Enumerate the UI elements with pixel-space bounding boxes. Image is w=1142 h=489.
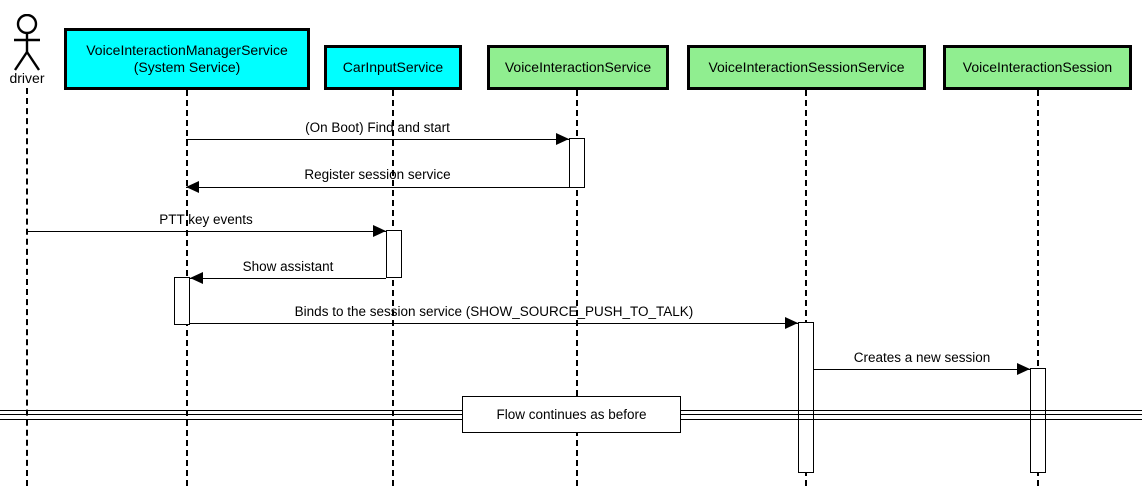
message-label-register-session-service: Register session service <box>304 167 451 182</box>
participant-label: VoiceInteractionSessionService <box>708 59 905 75</box>
message-arrowhead-ptt-key-events <box>373 225 386 237</box>
lifeline-voiceinteractionsessionservice <box>805 90 807 486</box>
lifeline-voiceinteractionsession <box>1037 90 1039 486</box>
message-line-show-assistant <box>190 278 386 279</box>
message-label-ptt-key-events: PTT key events <box>159 212 253 227</box>
participant-label: VoiceInteractionSession <box>962 59 1113 75</box>
participant-label-line2: (System Service) <box>133 59 241 75</box>
message-label-on-boot-find-and-start: (On Boot) Find and start <box>305 120 450 135</box>
message-line-ptt-key-events <box>26 231 386 232</box>
message-label-binds-to-the-session-service: Binds to the session service (SHOW_SOURC… <box>294 304 694 319</box>
participant-label: VoiceInteractionService <box>504 59 652 75</box>
message-label-show-assistant: Show assistant <box>242 259 334 274</box>
message-line-binds-to-the-session-service <box>190 323 798 324</box>
lifeline-driver <box>26 88 28 486</box>
participant-carinputservice[interactable]: CarInputService <box>324 45 462 90</box>
message-arrowhead-show-assistant <box>190 272 203 284</box>
message-line-creates-a-new-session <box>814 369 1030 370</box>
activation-vims <box>174 277 190 325</box>
participant-voiceinteractionsessionservice[interactable]: VoiceInteractionSessionService <box>687 45 926 90</box>
activation-voiceinteractionservice <box>569 138 585 188</box>
message-arrowhead-on-boot-find-and-start <box>556 133 569 145</box>
stick-figure-icon <box>14 13 40 71</box>
message-arrowhead-binds-to-the-session-service <box>785 317 798 329</box>
note-flow-continues-as-before: Flow continues as before <box>462 396 681 433</box>
activation-voiceinteractionsessionservice <box>798 322 814 473</box>
activation-voiceinteractionsession <box>1030 368 1046 473</box>
note-label: Flow continues as before <box>496 407 647 422</box>
participant-label-line1: VoiceInteractionManagerService <box>86 42 288 58</box>
participant-voiceinteractionsession[interactable]: VoiceInteractionSession <box>943 45 1132 90</box>
message-line-on-boot-find-and-start <box>186 139 569 140</box>
actor-driver <box>6 13 48 72</box>
lifeline-voiceinteractionservice <box>576 90 578 486</box>
message-label-creates-a-new-session: Creates a new session <box>853 350 991 365</box>
message-line-register-session-service <box>186 187 570 188</box>
participant-voiceinteractionservice[interactable]: VoiceInteractionService <box>487 45 669 90</box>
lifeline-carinputservice <box>392 90 394 486</box>
activation-carinputservice <box>386 230 402 278</box>
message-arrowhead-register-session-service <box>186 181 199 193</box>
message-arrowhead-creates-a-new-session <box>1017 363 1030 375</box>
participant-label: CarInputService <box>342 59 444 75</box>
participant-voiceinteractionmanagerservice[interactable]: VoiceInteractionManagerService (System S… <box>64 28 310 90</box>
actor-driver-label: driver <box>9 70 45 86</box>
